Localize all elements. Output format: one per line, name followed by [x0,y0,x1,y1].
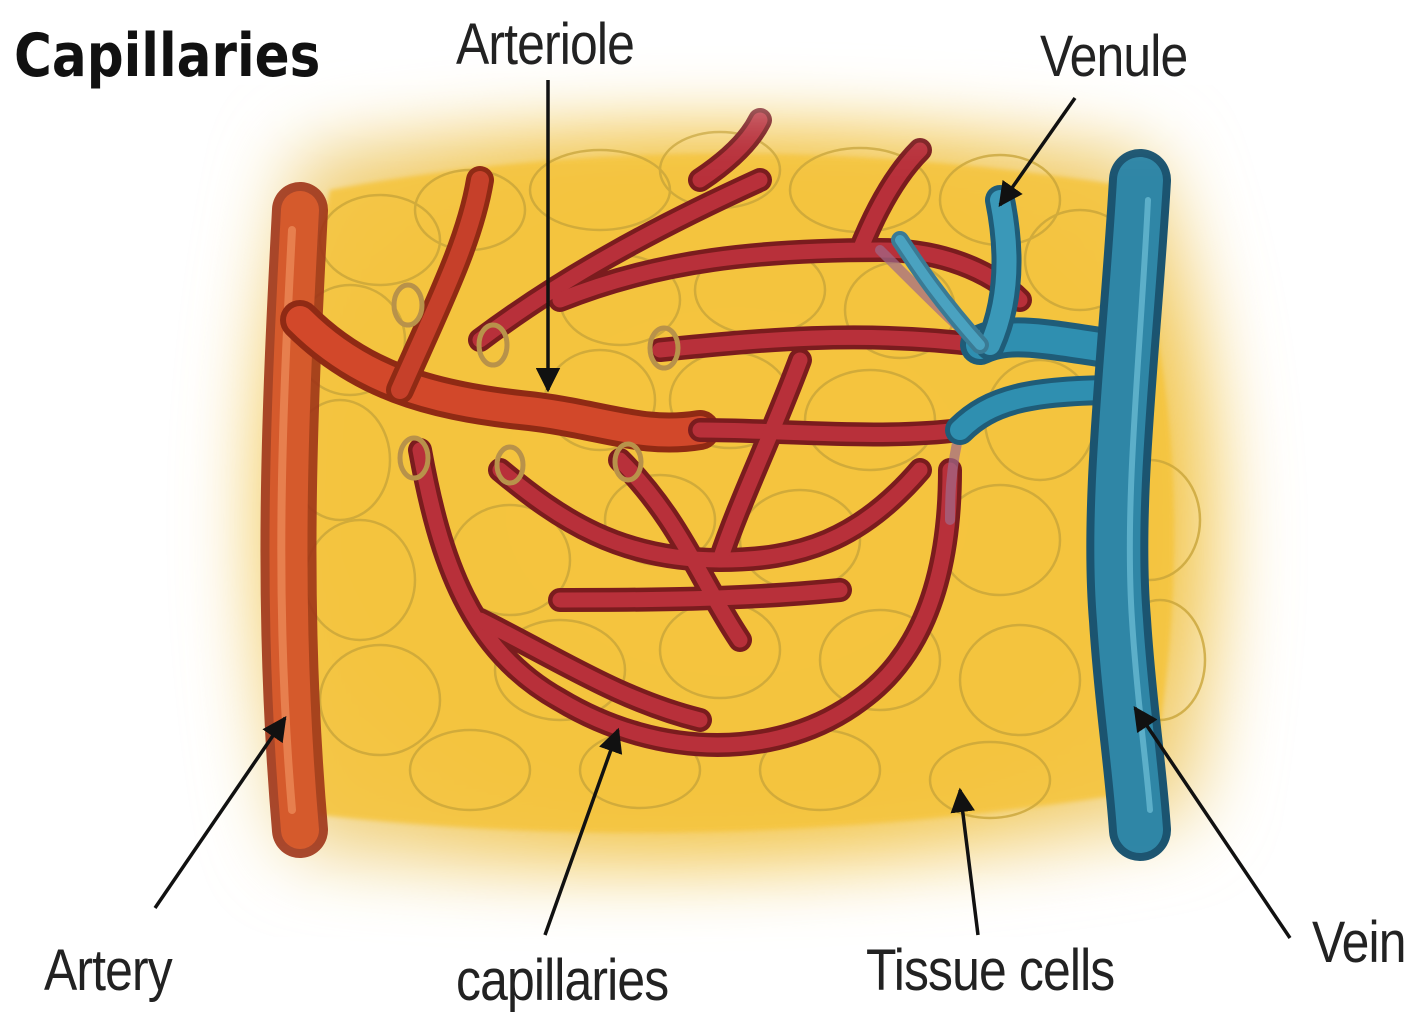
label-capillaries: capillaries [456,952,668,1010]
vein-vessel [1117,180,1150,830]
label-vein: Vein [1312,914,1406,972]
label-artery: Artery [44,942,172,1000]
label-arteriole: Arteriole [456,16,634,74]
label-venule: Venule [1040,28,1187,86]
label-tissue-cells: Tissue cells [866,942,1114,1000]
diagram-title: Capillaries [14,26,320,86]
arrow-artery [155,718,285,908]
